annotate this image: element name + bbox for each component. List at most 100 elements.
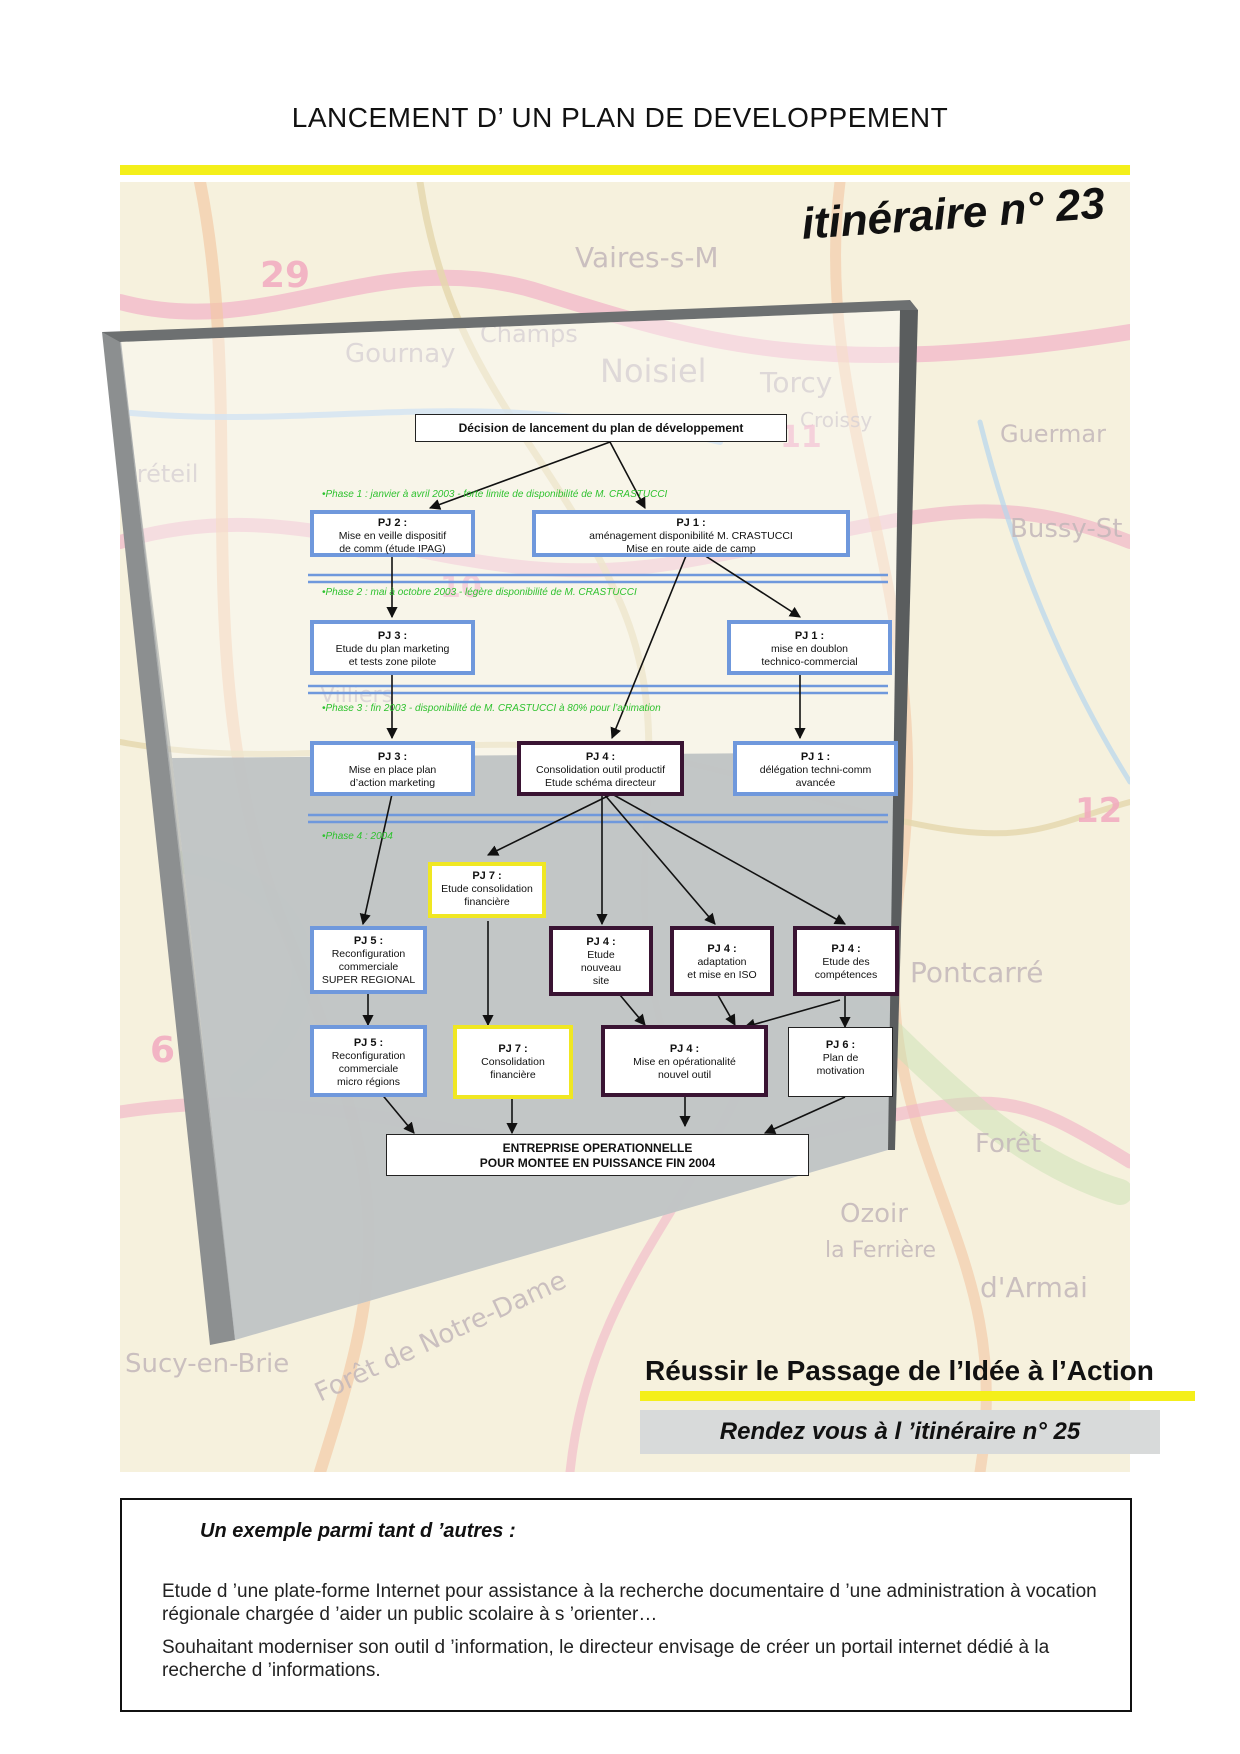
node-text: Mise en place plan — [348, 764, 437, 776]
panel-left-face — [102, 332, 235, 1345]
node-text: nouveau — [580, 962, 622, 974]
node-text: financière — [490, 1069, 536, 1081]
map-label: Guermar — [1000, 420, 1106, 448]
node-text: Consolidation outil productif — [536, 764, 665, 776]
node-label: PJ 3 : — [377, 751, 408, 763]
node-pj4-competences: PJ 4 : Etude des compétences — [793, 926, 899, 996]
map-label: la Ferrière — [825, 1238, 936, 1263]
node-text: Reconfiguration — [331, 948, 406, 960]
tagline: Réussir le Passage de l’Idée à l’Action — [645, 1355, 1154, 1386]
node-text: compétences — [814, 969, 878, 981]
map-label: Ozoir — [840, 1199, 908, 1229]
node-label: PJ 4 : — [585, 751, 616, 763]
node-pj1-amenagement: PJ 1 : aménagement disponibilité M. CRAS… — [532, 510, 850, 557]
phase-4-caption: •Phase 4 : 2004 — [322, 831, 393, 842]
node-pj5-super-regional: PJ 5 : Reconfiguration commerciale SUPER… — [310, 926, 427, 994]
node-pj1-delegation: PJ 1 : délégation techni-comm avancée — [733, 741, 898, 796]
rendezvous-banner — [640, 1410, 1160, 1454]
node-text: financière — [464, 896, 510, 908]
connector — [763, 1096, 846, 1134]
connector — [428, 441, 611, 510]
node-text: mise en doublon — [770, 643, 849, 655]
connector — [611, 793, 846, 925]
map-label: Forêt — [975, 1129, 1041, 1159]
example-paragraph: Souhaitant moderniser son outil d ’infor… — [162, 1637, 1050, 1681]
phase-1-caption: •Phase 1 : janvier à avril 2003 - forte … — [322, 489, 668, 500]
final-outcome-text: ENTREPRISE OPERATIONNELLE — [502, 1141, 693, 1155]
map-label: Torcy — [759, 366, 832, 399]
map-label: 29 — [260, 255, 310, 296]
map-label: Croissy — [800, 408, 872, 432]
node-label: PJ 1 : — [794, 630, 825, 642]
node-text: Mise en route aide de camp — [626, 543, 756, 555]
final-outcome-box: ENTREPRISE OPERATIONNELLE POUR MONTEE EN… — [386, 1134, 809, 1176]
node-text: Reconfiguration — [331, 1050, 406, 1062]
map-label: 12 — [1075, 791, 1122, 831]
node-text: Etude schéma directeur — [545, 777, 656, 789]
example-title: Un exemple parmi tant d ’autres : — [200, 1520, 516, 1542]
node-text: et mise en ISO — [687, 969, 757, 981]
example-paragraph: Etude d ’une plate-forme Internet pour a… — [162, 1581, 1097, 1625]
node-text: Etude des — [822, 956, 870, 968]
map-label: Noisiel — [600, 352, 707, 390]
node-label: PJ 4 : — [707, 943, 737, 955]
map-label: Sucy-en-Brie — [125, 1349, 289, 1379]
node-pj4-iso: PJ 4 : adaptation et mise en ISO — [670, 926, 774, 996]
node-text: adaptation — [697, 956, 747, 968]
phase-2-caption: •Phase 2 : mai à octobre 2003 - légère d… — [322, 587, 637, 598]
map-label: Bussy-St — [1010, 514, 1122, 544]
node-label: PJ 4 : — [669, 1043, 700, 1055]
map-label: d'Armai — [980, 1271, 1088, 1304]
node-text: SUPER REGIONAL — [321, 974, 416, 986]
node-pj7-etude-financiere: PJ 7 : Etude consolidation financière — [428, 862, 546, 918]
rendezvous-link[interactable]: Rendez vous à l ’itinéraire n° 25 — [719, 1418, 1081, 1445]
node-text: délégation techni-comm — [759, 764, 872, 776]
connector — [743, 999, 841, 1030]
connector — [619, 994, 646, 1026]
map-label: Pontcarré — [910, 956, 1043, 989]
phase-3-caption: •Phase 3 : fin 2003 - disponibilité de M… — [322, 703, 661, 714]
node-label: PJ 1 : — [676, 517, 706, 529]
node-text: commerciale — [338, 961, 399, 973]
panel-top-face — [102, 300, 918, 342]
root-decision-text: Décision de lancement du plan de dévelop… — [458, 421, 744, 435]
node-label: PJ 5 : — [353, 935, 384, 947]
node-text: d’action marketing — [349, 777, 436, 789]
node-text: et tests zone pilote — [348, 656, 437, 668]
map-label: Vaires-s-M — [575, 241, 719, 274]
connector — [379, 1091, 415, 1134]
node-label: PJ 4 : — [831, 943, 861, 955]
node-text: Etude consolidation — [441, 883, 533, 895]
node-label: PJ 2 : — [377, 517, 408, 529]
node-pj4-consolidation-outil: PJ 4 : Consolidation outil productif Etu… — [517, 741, 684, 796]
title-underline — [120, 165, 1130, 175]
node-pj1-doublon: PJ 1 : mise en doublon technico-commerci… — [727, 620, 892, 675]
node-pj3-etude-marketing: PJ 3 : Etude du plan marketing et tests … — [310, 620, 475, 675]
node-text: site — [592, 975, 610, 987]
connector — [359, 793, 393, 926]
connector — [486, 793, 613, 856]
node-text: technico-commercial — [761, 656, 858, 668]
node-text: motivation — [816, 1065, 865, 1077]
node-label: PJ 1 : — [800, 751, 831, 763]
page-title: LANCEMENT D’ UN PLAN DE DEVELOPPEMENT — [291, 102, 949, 133]
node-text: Mise en opérationalité — [633, 1056, 736, 1068]
node-text: aménagement disponibilité M. CRASTUCCI — [589, 530, 793, 542]
example-panel — [120, 1498, 1132, 1712]
node-text: Plan de — [822, 1052, 859, 1064]
node-label: PJ 4 : — [586, 936, 616, 948]
final-outcome-text: POUR MONTEE EN PUISSANCE FIN 2004 — [479, 1156, 716, 1170]
tagline-underline — [640, 1391, 1195, 1401]
node-text: Etude — [587, 949, 615, 961]
panel-left-shade — [120, 342, 235, 1340]
node-label: PJ 7 : — [472, 870, 502, 882]
connector — [610, 545, 691, 740]
node-text: Consolidation — [481, 1056, 545, 1068]
connector — [603, 793, 716, 925]
root-decision-box: Décision de lancement du plan de dévelop… — [415, 414, 787, 442]
node-label: PJ 6 : — [825, 1039, 856, 1051]
map-label: 6 — [150, 1030, 175, 1071]
node-text: micro régions — [336, 1076, 401, 1088]
node-text: de comm (étude IPAG) — [339, 543, 446, 555]
